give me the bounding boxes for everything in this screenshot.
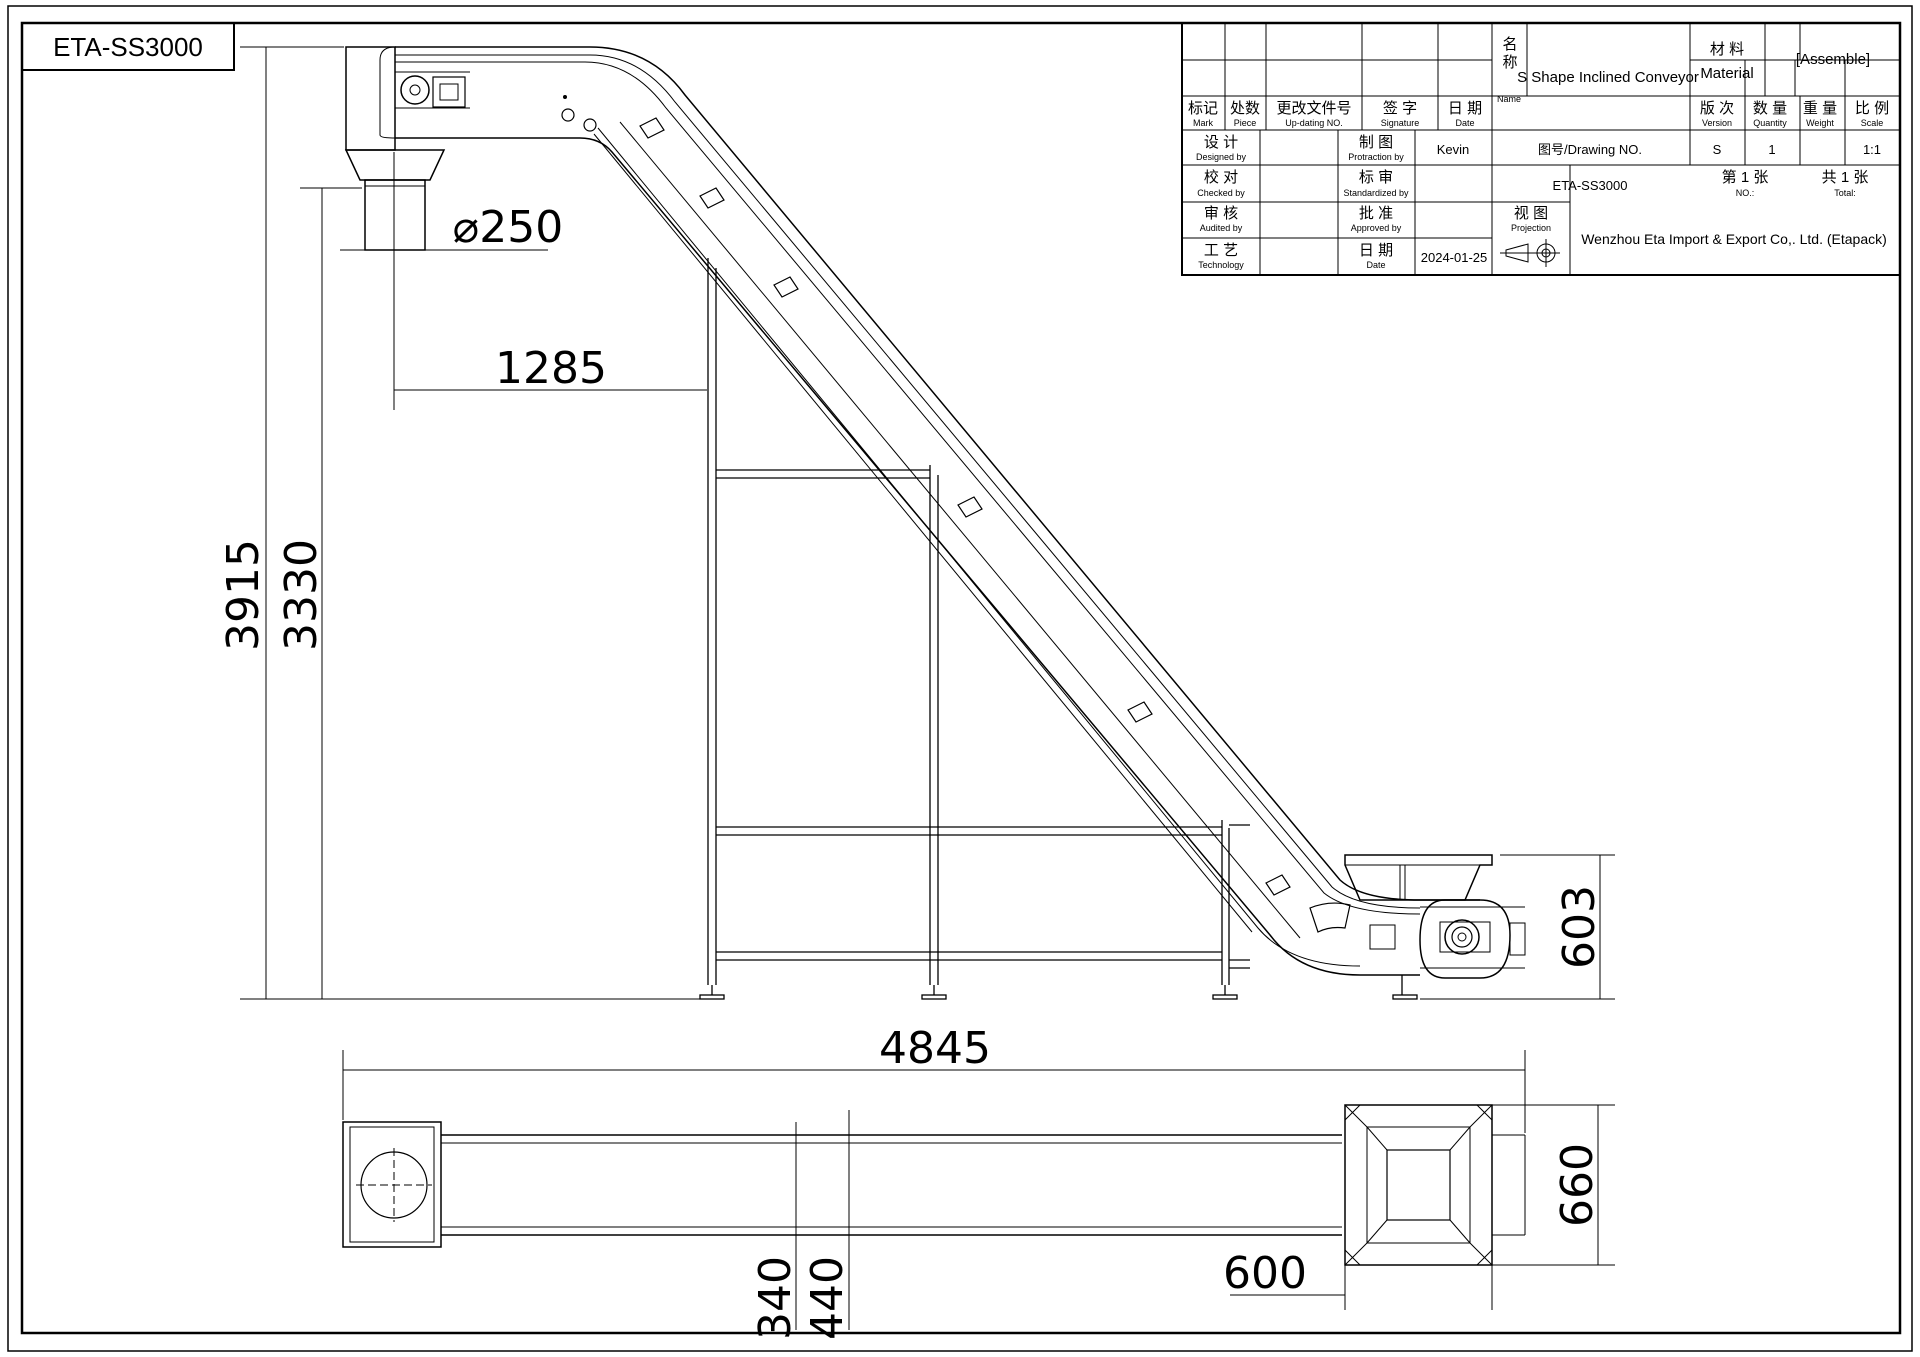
quantity-en: Quantity xyxy=(1753,118,1787,128)
dim-support-height: 3330 xyxy=(276,539,327,651)
drawing-no-value: ETA-SS3000 xyxy=(1553,178,1628,193)
audited-cn: 审 核 xyxy=(1204,205,1238,222)
belt-cleats xyxy=(639,117,1291,896)
standardized-en: Standardized by xyxy=(1343,188,1409,198)
material-cn: 材 料 xyxy=(1710,41,1744,58)
updating-en: Up-dating NO. xyxy=(1285,118,1343,128)
quantity-value: 1 xyxy=(1768,142,1775,157)
drawing-id-text: ETA-SS3000 xyxy=(53,32,203,62)
leveling-feet xyxy=(699,985,1418,1000)
protraction-value: Kevin xyxy=(1437,142,1470,157)
company-name: Wenzhou Eta Import & Export Co,. Ltd. (E… xyxy=(1581,231,1887,247)
title-block-text: 名称 Name S Shape Inclined Conveyor 材 料 Ma… xyxy=(1188,36,1889,270)
dim-plan-width-b: 440 xyxy=(802,1256,853,1340)
designed-en: Designed by xyxy=(1196,152,1247,162)
scale-cn: 比 例 xyxy=(1855,100,1889,117)
dim-plan-width-a: 340 xyxy=(750,1256,801,1340)
date2-cn: 日 期 xyxy=(1359,242,1393,259)
standardized-cn: 标 审 xyxy=(1359,169,1393,186)
date2-en: Date xyxy=(1366,260,1385,270)
name-cn: 名称 xyxy=(1502,36,1517,71)
top-head-housing xyxy=(345,46,396,151)
version-en: Version xyxy=(1702,118,1732,128)
name-en: Name xyxy=(1497,94,1521,104)
date-en: Date xyxy=(1455,118,1474,128)
dim-top-offset: 1285 xyxy=(495,343,607,394)
approved-cn: 批 准 xyxy=(1359,205,1393,222)
signature-cn: 签 字 xyxy=(1383,100,1417,117)
tail-roller xyxy=(1444,919,1480,955)
checked-cn: 校 对 xyxy=(1204,169,1238,186)
technology-en: Technology xyxy=(1198,260,1244,270)
sheet-total-en: Total: xyxy=(1834,188,1856,198)
sheet-total-cn: 共 1 张 xyxy=(1822,169,1869,186)
scale-value: 1:1 xyxy=(1863,142,1881,157)
top-roller xyxy=(400,75,430,105)
piece-en: Piece xyxy=(1234,118,1257,128)
designed-cn: 设 计 xyxy=(1204,134,1238,151)
dim-outlet-diameter: ⌀250 xyxy=(453,202,563,253)
piece-cn: 处数 xyxy=(1230,100,1260,117)
outlet-hopper xyxy=(344,149,446,181)
projection-symbol-icon xyxy=(1500,239,1560,267)
sheet-no-en: NO.: xyxy=(1736,188,1755,198)
updating-cn: 更改文件号 xyxy=(1276,100,1351,117)
dim-hopper-plan-width: 660 xyxy=(1552,1143,1603,1227)
drawing-no-label: 图号/Drawing NO. xyxy=(1538,142,1642,157)
plan-view-dimensions xyxy=(342,1050,1615,1330)
quantity-cn: 数 量 xyxy=(1753,100,1787,117)
plan-head-box xyxy=(342,1121,442,1248)
date-value: 2024-01-25 xyxy=(1421,250,1488,265)
conveyor-plan-view xyxy=(342,1104,1526,1266)
side-view-dimensions xyxy=(240,46,1615,1000)
projection-cn: 视 图 xyxy=(1514,205,1548,222)
dim-total-length: 4845 xyxy=(879,1023,991,1074)
weight-en: Weight xyxy=(1806,118,1834,128)
outer-frame xyxy=(7,5,1913,1352)
sheet-no-cn: 第 1 张 xyxy=(1722,168,1769,186)
version-cn: 版 次 xyxy=(1700,100,1734,117)
bottom-feed-hopper xyxy=(1344,854,1493,901)
tail-end-housing xyxy=(1419,899,1511,979)
scale-en: Scale xyxy=(1861,118,1884,128)
technology-cn: 工 艺 xyxy=(1204,242,1238,259)
drawing-id-box: ETA-SS3000 xyxy=(21,22,235,71)
dim-total-height: 3915 xyxy=(218,539,269,651)
belt-outer-bottom xyxy=(395,137,1420,976)
version-value: S xyxy=(1713,142,1722,157)
approved-en: Approved by xyxy=(1351,223,1402,233)
mark-cn: 标记 xyxy=(1188,100,1218,117)
dim-hopper-plan-length: 600 xyxy=(1223,1248,1307,1299)
title-block xyxy=(1181,22,1901,276)
protraction-cn: 制 图 xyxy=(1359,134,1393,151)
checked-en: Checked by xyxy=(1197,188,1245,198)
support-frame xyxy=(707,258,1403,995)
material-value: [Assemble] xyxy=(1796,51,1870,68)
conveyor-side-view xyxy=(344,46,1526,1000)
weight-cn: 重 量 xyxy=(1803,100,1837,117)
material-en: Material xyxy=(1700,65,1753,82)
outlet-spout xyxy=(364,179,426,251)
belt-outer-top xyxy=(395,46,1480,901)
protraction-en: Protraction by xyxy=(1348,152,1404,162)
projection-en: Projection xyxy=(1511,223,1551,233)
signature-en: Signature xyxy=(1381,118,1420,128)
inner-frame xyxy=(20,21,1902,1335)
product-name: S Shape Inclined Conveyor xyxy=(1517,69,1699,86)
dim-hopper-height: 603 xyxy=(1554,885,1605,969)
mark-en: Mark xyxy=(1193,118,1213,128)
date-cn: 日 期 xyxy=(1448,100,1482,117)
audited-en: Audited by xyxy=(1200,223,1243,233)
